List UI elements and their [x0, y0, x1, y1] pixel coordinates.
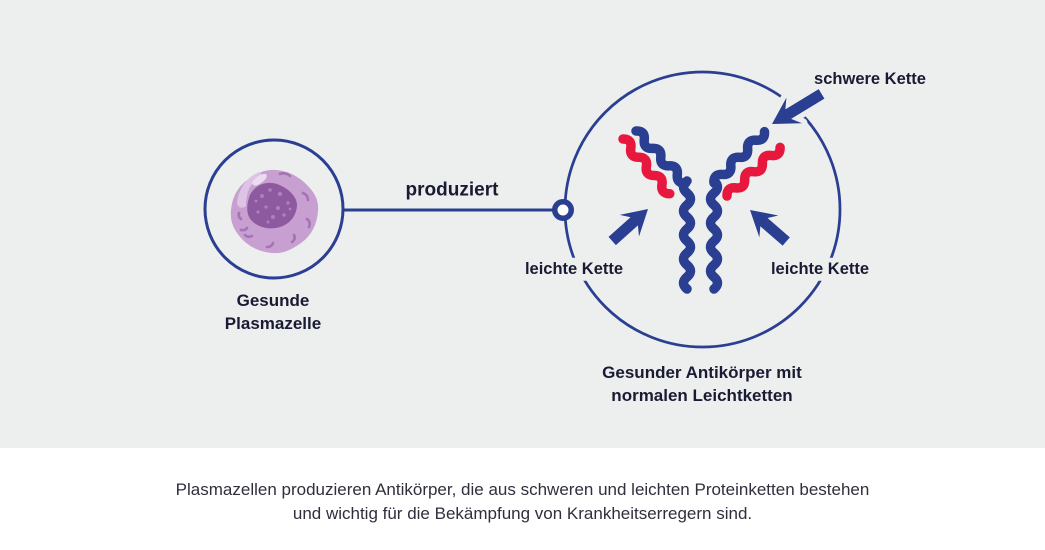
heavy-chain-label: schwere Kette: [814, 69, 926, 88]
plasma-cell-circle: [203, 138, 345, 280]
connector-node-icon: [552, 199, 574, 221]
light-chain-label-left: leichte Kette: [518, 257, 630, 281]
plasma-cell-label-line2: Plasmazelle: [224, 314, 322, 333]
light-chain-arrow-right-icon: [750, 210, 790, 246]
cell-texture-marks: [237, 172, 311, 249]
caption-footer: Plasmazellen produzieren Antikörper, die…: [0, 448, 1045, 550]
diagram-graphics: [203, 70, 842, 349]
caption-line1: Plasmazellen produzieren Antikörper, die…: [175, 480, 870, 499]
heavy-chain-strands: [631, 126, 770, 294]
nucleus-speckles: [254, 188, 292, 224]
antibody-label-line1: Gesunder Antikörper mit: [602, 363, 802, 382]
caption-line2: und wichtig für die Bekämpfung von Krank…: [292, 504, 753, 523]
antibody-icon: [618, 126, 785, 294]
plasma-cell-label-line1: Gesunde: [236, 291, 310, 310]
antibody-label-line2: normalen Leichtketten: [611, 386, 793, 405]
plasma-cell-icon: [230, 169, 319, 254]
diagram-panel: produziert Gesunde Plasmazelle schwere K…: [0, 0, 1045, 448]
produces-label: produziert: [405, 179, 499, 201]
light-chain-strands: [618, 134, 785, 201]
antibody-label: Gesunder Antikörper mit normalen Leichtk…: [602, 361, 802, 407]
plasma-cell-label: Gesunde Plasmazelle: [225, 289, 321, 335]
cell-nucleus: [247, 182, 298, 229]
light-chain-arrow-left-icon: [608, 209, 648, 246]
heavy-chain-arrow-icon: [772, 89, 825, 124]
light-chain-label-right: leichte Kette: [764, 257, 876, 281]
